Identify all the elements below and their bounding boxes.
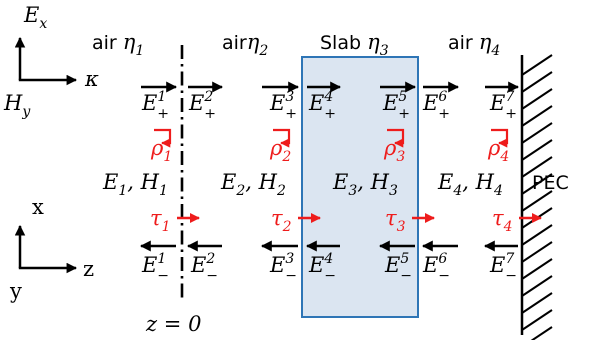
backward-field-labels: E1− E2− E3− E4− E5− E6− E7− bbox=[141, 251, 517, 284]
region-field-labels: E1, H1 E2, H2 E3, H3 E4, H4 bbox=[102, 170, 503, 199]
reflection-coefficient-2: ρ2 bbox=[269, 128, 291, 165]
svg-text:τ4: τ4 bbox=[492, 206, 513, 235]
region-field-3: E3, H3 bbox=[332, 170, 398, 199]
pec-hatch-line bbox=[521, 309, 553, 331]
region-field-2: E2, H2 bbox=[220, 170, 286, 199]
transmission-coefficient-4: τ4 bbox=[492, 206, 543, 235]
svg-text:ρ1: ρ1 bbox=[150, 136, 172, 165]
pec-hatch-line bbox=[521, 241, 553, 263]
svg-text:τ3: τ3 bbox=[385, 206, 406, 235]
axis-z-label: z bbox=[83, 257, 94, 281]
pec-hatch-line bbox=[521, 275, 553, 297]
svg-text:ρ2: ρ2 bbox=[269, 136, 291, 165]
reflection-coefficients: ρ1 ρ2 ρ3 ρ4 bbox=[150, 128, 509, 165]
svg-text:ρ4: ρ4 bbox=[487, 136, 509, 165]
pec-label: PEC bbox=[532, 172, 569, 194]
top-axes: Ex κ Hy bbox=[3, 3, 99, 120]
axis-kappa-label: κ bbox=[84, 67, 99, 91]
pec-hatch-line bbox=[521, 105, 553, 127]
transmission-coefficient-1: τ1 bbox=[150, 206, 201, 235]
transmission-coefficients: τ1 τ2 τ3 τ4 bbox=[150, 206, 543, 235]
pec-hatch-line bbox=[521, 122, 553, 144]
svg-text:ρ3: ρ3 bbox=[383, 136, 405, 165]
region-label-4: air η4 bbox=[448, 30, 500, 59]
region-field-1: E1, H1 bbox=[102, 170, 168, 199]
backward-field-2: E2− bbox=[190, 251, 218, 284]
region-label-1: air η1 bbox=[92, 30, 144, 59]
pec-hatch-line bbox=[530, 326, 553, 340]
backward-field-4: E4− bbox=[308, 251, 336, 284]
forward-field-labels: E1+ E2+ E3+ E4+ E5+ E6+ E7+ bbox=[141, 89, 517, 122]
forward-field-3: E3+ bbox=[269, 89, 297, 122]
pec-hatch-line bbox=[521, 71, 553, 93]
svg-text:τ2: τ2 bbox=[271, 206, 292, 235]
axis-hy-label: Hy bbox=[3, 91, 31, 120]
pec-wall bbox=[520, 54, 553, 340]
pec-hatch-line bbox=[521, 156, 553, 178]
forward-field-5: E5+ bbox=[382, 89, 410, 122]
origin-label: z = 0 bbox=[145, 312, 201, 336]
backward-field-7: E7− bbox=[489, 251, 517, 284]
pec-hatch-line bbox=[521, 190, 553, 212]
axis-y-label: y bbox=[9, 279, 22, 303]
transmission-coefficient-2: τ2 bbox=[271, 206, 322, 235]
region-label-2: airη2 bbox=[222, 30, 268, 59]
pec-hatch-line bbox=[521, 139, 553, 161]
region-label-3: Slab η3 bbox=[320, 30, 389, 59]
pec-hatch-line bbox=[521, 54, 553, 76]
pec-hatch-line bbox=[521, 292, 553, 314]
region-labels: air η1 airη2 Slab η3 air η4 bbox=[92, 30, 500, 59]
forward-field-6: E6+ bbox=[422, 89, 450, 122]
reflection-coefficient-4: ρ4 bbox=[487, 128, 509, 165]
transmission-coefficient-3: τ3 bbox=[385, 206, 436, 235]
forward-field-7: E7+ bbox=[489, 89, 517, 122]
reflection-coefficient-1: ρ1 bbox=[150, 128, 172, 165]
backward-field-3: E3− bbox=[269, 251, 297, 284]
backward-field-1: E1− bbox=[141, 251, 169, 284]
pec-hatch-line bbox=[521, 224, 553, 246]
region-field-4: E4, H4 bbox=[437, 170, 503, 199]
pec-hatch-line bbox=[521, 173, 553, 195]
svg-text:τ1: τ1 bbox=[150, 206, 171, 235]
axis-ex-label: Ex bbox=[23, 3, 47, 32]
bottom-axes: x z y bbox=[9, 195, 94, 303]
forward-field-2: E2+ bbox=[188, 89, 216, 122]
axis-x-label: x bbox=[32, 195, 44, 219]
pec-hatch-line bbox=[521, 88, 553, 110]
forward-field-4: E4+ bbox=[308, 89, 336, 122]
forward-field-1: E1+ bbox=[141, 89, 169, 122]
pec-hatch-line bbox=[521, 258, 553, 280]
slab-region bbox=[301, 56, 419, 318]
reflection-coefficient-3: ρ3 bbox=[383, 128, 405, 165]
backward-field-6: E6− bbox=[422, 251, 450, 284]
backward-field-5: E5− bbox=[384, 251, 412, 284]
